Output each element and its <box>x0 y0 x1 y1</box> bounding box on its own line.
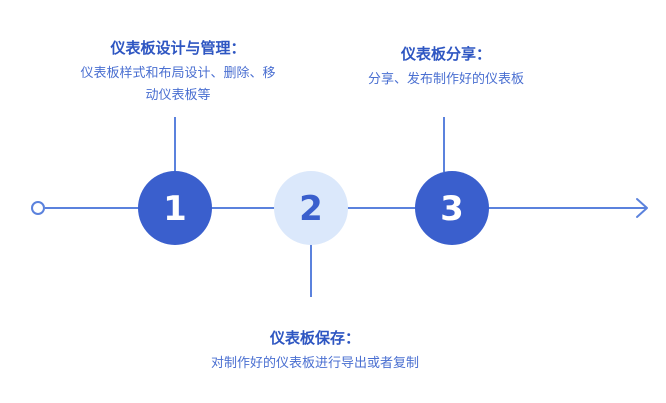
step-3-circle <box>415 171 489 245</box>
step-3-number: 3 <box>440 189 464 229</box>
step-3-desc: 分享、发布制作好的仪表板 <box>367 72 524 87</box>
step-1-text: 仪表板设计与管理： 仪表板样式和布局设计、删除、移动仪表板等 <box>78 38 278 107</box>
step-2-text: 仪表板保存： 对制作好的仪表板进行导出或者复制 <box>175 328 455 375</box>
step-1-desc: 仪表板样式和布局设计、删除、移动仪表板等 <box>80 66 276 103</box>
step-2-number: 2 <box>299 189 323 229</box>
step-1-number: 1 <box>163 189 187 229</box>
timeline-arrow-icon <box>636 198 648 218</box>
step-2-circle <box>274 171 348 245</box>
step-3-text: 仪表板分享： 分享、发布制作好的仪表板 <box>336 44 556 91</box>
step-1-title: 仪表板设计与管理： <box>110 39 246 57</box>
step-2-desc: 对制作好的仪表板进行导出或者复制 <box>210 356 419 371</box>
step-1-circle <box>138 171 212 245</box>
step-2-title: 仪表板保存： <box>269 329 360 347</box>
timeline-start-marker <box>31 201 45 215</box>
step-3-title: 仪表板分享： <box>400 45 491 63</box>
